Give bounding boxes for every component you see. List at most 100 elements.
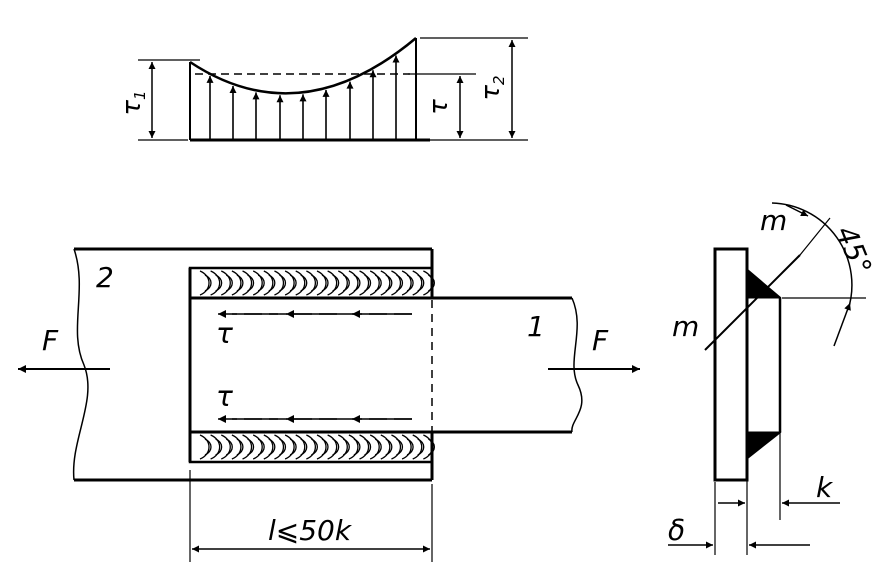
weld-bead-inner (396, 274, 404, 292)
weld-bead-inner (417, 274, 425, 292)
weld-bead (412, 434, 423, 460)
weld-bead-inner (374, 438, 382, 456)
weld-bead (423, 270, 434, 296)
stress-arrows (206, 55, 400, 140)
bottom-weld-outline (188, 430, 434, 464)
lower-shear-label: τ (216, 380, 233, 413)
weld-bead (391, 270, 402, 296)
cross-section-view (668, 202, 866, 555)
weld-bead-inner (385, 274, 393, 292)
weld-bead (220, 434, 231, 460)
weld-bead (380, 270, 391, 296)
weld-bead (337, 270, 348, 296)
plate1-break-line (571, 297, 583, 433)
weld-bead (295, 434, 306, 460)
length-limit-label: l⩽50k (268, 514, 353, 547)
weld-bead (231, 434, 242, 460)
weld-bead (199, 434, 210, 460)
weld-bead (359, 270, 370, 296)
weld-bead-inner (406, 274, 414, 292)
weld-bead-inner (364, 274, 372, 292)
section-top-weld (746, 268, 782, 299)
weld-bead (242, 434, 253, 460)
weld-bead (380, 434, 391, 460)
weld-bead-inner (300, 274, 308, 292)
weld-bead (242, 270, 253, 296)
weld-bead (263, 270, 274, 296)
section-plane-line (704, 254, 801, 351)
weld-bead-inner (374, 274, 382, 292)
tau-label: τ (424, 99, 454, 115)
weld-bead (295, 270, 306, 296)
weld-bead (284, 270, 295, 296)
weld-bead (252, 434, 263, 460)
weld-bead-inner (268, 438, 276, 456)
weld-bead-inner (353, 274, 361, 292)
top-weld-outline (188, 266, 434, 300)
weld-bead (327, 434, 338, 460)
plate1-label: 1 (527, 310, 545, 343)
weld-bead-inner (428, 274, 436, 292)
weld-bead-inner (204, 274, 212, 292)
weld-bead (316, 270, 327, 296)
weld-bead-inner (406, 438, 414, 456)
section-plate2 (713, 247, 749, 482)
weld-bead (252, 270, 263, 296)
weld-bead (391, 434, 402, 460)
weld-bead (274, 270, 285, 296)
weld-bead-inner (247, 274, 255, 292)
weld-bead-inner (332, 274, 340, 292)
weld-bead-inner (204, 438, 212, 456)
weld-bead-inner (279, 274, 287, 292)
angle-arrow-top (785, 204, 809, 217)
weld-bead-inner (247, 438, 255, 456)
weld-bead-inner (268, 274, 276, 292)
weld-bead-inner (257, 438, 265, 456)
bottom-fillet-weld-beads (199, 434, 436, 460)
angle-arrow-bottom (833, 302, 851, 347)
lap-joint-view (18, 247, 640, 562)
stress-distribution-diagram (138, 37, 528, 142)
weld-bead (284, 434, 295, 460)
weld-bead-inner (225, 438, 233, 456)
force-right-label: F (592, 324, 609, 357)
weld-bead (274, 434, 285, 460)
delta-label: δ (668, 514, 685, 547)
weld-bead (263, 434, 274, 460)
weld-bead-inner (289, 274, 297, 292)
weld-bead-inner (289, 438, 297, 456)
weld-bead (220, 270, 231, 296)
weld-bead-inner (236, 438, 244, 456)
distribution-curve (189, 37, 417, 95)
section-bottom-weld (746, 431, 782, 460)
weld-bead (401, 270, 412, 296)
weld-bead-inner (332, 438, 340, 456)
plate2-break-line (72, 248, 89, 481)
weld-bead-inner (311, 274, 319, 292)
weld-bead-inner (300, 438, 308, 456)
weld-bead-inner (321, 274, 329, 292)
weld-bead-inner (257, 274, 265, 292)
weld-bead (423, 434, 434, 460)
upper-shear-label: τ (216, 317, 233, 350)
weld-bead-inner (385, 438, 393, 456)
weld-bead-inner (342, 274, 350, 292)
tau1-label: τ1 (117, 90, 149, 115)
weld-bead-inner (396, 438, 404, 456)
weld-bead (327, 270, 338, 296)
weld-bead-inner (215, 274, 223, 292)
plate2-label: 2 (96, 261, 114, 294)
weld-bead (306, 434, 317, 460)
weld-bead-inner (311, 438, 319, 456)
top-fillet-weld-beads (199, 270, 436, 296)
weld-bead (337, 434, 348, 460)
weld-bead (412, 270, 423, 296)
weld-bead (306, 270, 317, 296)
k-label: k (816, 471, 834, 504)
angle-arc (771, 202, 853, 311)
force-left-label: F (42, 324, 59, 357)
weld-bead (369, 434, 380, 460)
weld-bead-inner (279, 438, 287, 456)
weld-bead (210, 434, 221, 460)
